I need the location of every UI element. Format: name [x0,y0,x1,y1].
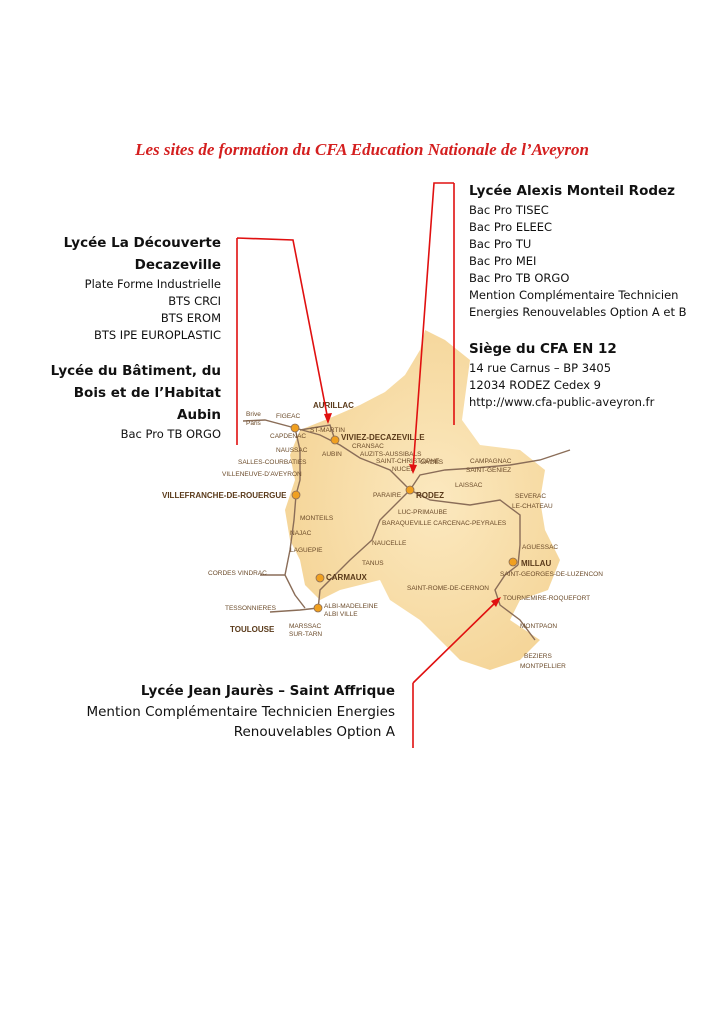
aveyron-region-shape [285,330,560,670]
map-label: ST-MARTIN [310,427,345,434]
map-label: Paris [246,420,262,427]
map-label: BEZIERS [524,653,552,660]
map-label: CARMAUX [326,573,368,582]
map-label: SAINT-GEORGES-DE-LUZENCON [500,571,603,578]
map-label: MILLAU [521,559,551,568]
station-marker [315,573,325,583]
map-label: NAUSSAC [276,447,308,454]
map-label: VILLEFRANCHE-DE-ROUERGUE [162,491,287,500]
map-label: PARAIRE [373,492,402,499]
map-label: LAISSAC [455,482,483,489]
map-label: NUCES [392,466,415,473]
map-label: NAUCELLE [372,540,407,547]
map-label: CAMPAGNAC [470,458,512,465]
map-label: VILLENEUVE-D’AVEYRON [222,471,302,478]
station-marker [330,435,340,445]
address-line: 12034 RODEZ Cedex 9 [469,378,601,392]
station-markers [290,423,518,613]
map-label: RODEZ [416,491,444,500]
site-name: Lycée du Bâtiment, du [50,363,221,379]
map-label: MONTEILS [300,515,334,522]
map-label: VIVIEZ-DECAZEVILLE [341,433,425,442]
map-label: SAINT-ROME-DE-CERNON [407,585,489,592]
pointer-decazeville [236,237,329,445]
map-label: CRANSAC [352,443,384,450]
map-label: AUBIN [322,451,342,458]
course-item: Renouvelables Option A [233,724,395,740]
site-siege: Siège du CFA EN 12 14 rue Carnus – BP 34… [469,338,654,411]
address-line: 14 rue Carnus – BP 3405 [469,361,612,375]
map-label: TOURNEMIRE-ROQUEFORT [503,595,590,602]
site-name: Siège du CFA EN 12 [469,341,617,357]
course-item: BTS CRCI [168,294,221,308]
site-rodez: Lycée Alexis Monteil Rodez Bac Pro TISEC… [469,180,687,321]
station-marker [291,490,301,500]
map-label: LUC-PRIMAUBE [398,509,448,516]
map-label: ALBI-MADELEINE [324,603,378,610]
site-name: Bois et de l’Habitat [73,385,221,401]
map-label: TANUS [362,560,384,567]
map-label: SEVERAC [515,493,546,500]
map-label: CAPDENAC [270,433,306,440]
site-name: Lycée Alexis Monteil Rodez [469,183,676,199]
course-item: BTS EROM [160,311,221,325]
map-label: SAINT-CHRISTOPHE [376,458,440,465]
map-label: LAGUEPIE [290,547,323,554]
map-label: TOULOUSE [230,625,275,634]
station-marker [290,423,300,433]
map-label: CORDES VINDRAC [208,570,267,577]
course-item: BTS IPE EUROPLASTIC [93,328,221,342]
rail-lines [242,419,571,641]
arrowhead-icon [324,413,332,424]
site-name: Lycée La Découverte [63,235,221,251]
map-label: MONTPAON [520,623,557,630]
site-name: Decazeville [134,257,221,273]
site-decazeville: Lycée La Découverte Decazeville Plate Fo… [64,232,221,344]
map-label: SALLES-COURBATIES [238,459,307,466]
map-label: MONTPELLIER [520,663,566,670]
map-label: SUR-TARN [289,631,322,638]
page-title: Les sites de formation du CFA Education … [135,140,589,159]
course-item: Energies Renouvelables Option A et B [469,305,687,319]
arrowhead-icon [409,464,417,474]
station-marker [405,485,415,495]
course-item: Bac Pro TB ORGO [469,271,570,285]
map-labels: AURILLAC Brive Paris FIGEAC CAPDENAC NAU… [162,401,603,670]
map-label: AUZITS-AUSSIBALS [360,451,422,458]
course-item: Plate Forme Industrielle [84,277,221,291]
course-item: Bac Pro TU [469,237,532,251]
website-link[interactable]: http://www.cfa-public-aveyron.fr [469,395,655,409]
station-marker [313,603,323,613]
arrowhead-icon [491,597,501,607]
site-name: Aubin [177,407,221,423]
course-item: Bac Pro TB ORGO [120,427,221,441]
course-item: Mention Complémentaire Technicien Energi… [86,704,395,720]
site-name: Lycée Jean Jaurès – Saint Affrique [140,683,395,699]
course-item: Bac Pro TISEC [469,203,549,217]
pointer-rodez [412,182,455,471]
map-label: AGUESSAC [522,544,558,551]
map-label: SAINT-GENIEZ [466,467,511,474]
site-saint-affrique: Lycée Jean Jaurès – Saint Affrique Menti… [86,680,395,742]
course-item: Mention Complémentaire Technicien [469,288,679,302]
course-item: Bac Pro MEI [469,254,537,268]
pointer-lines [236,182,499,748]
map-label: Brive [246,411,261,418]
map-label: ALBI VILLE [324,611,358,618]
map-label: BARAQUEVILLE CARCENAC-PEYRALES [382,520,507,527]
map-label: NAJAC [290,530,312,537]
site-aubin: Lycée du Bâtiment, du Bois et de l’Habit… [51,360,221,443]
course-item: Bac Pro ELEEC [469,220,553,234]
map-label: GAGES [420,459,444,466]
pointer-arrowheads [324,413,501,607]
station-marker [508,557,518,567]
pointer-saint-affrique [412,599,499,748]
map-label: AURILLAC [313,401,354,410]
map-label: MARSSAC [289,623,321,630]
map-label: TESSONNIERES [225,605,277,612]
map-label: FIGEAC [276,413,301,420]
map-label: LE-CHATEAU [512,503,553,510]
